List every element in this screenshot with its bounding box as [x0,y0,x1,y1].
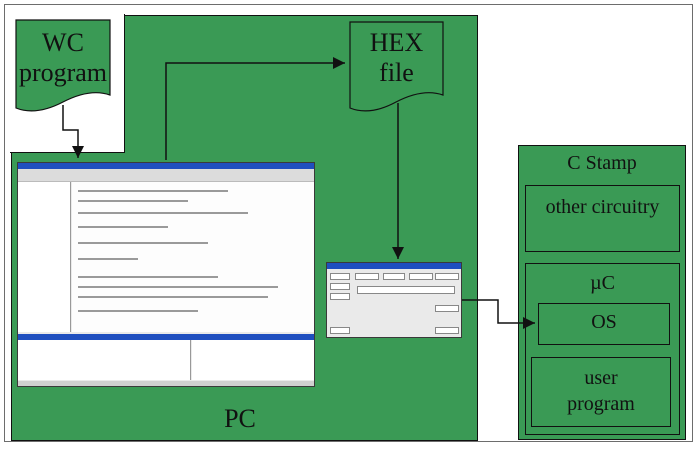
user-program-label-line1: user [584,367,618,389]
hex-file-label-line2: file [379,58,414,87]
os-box [538,303,670,345]
microcontroller-label: µC [590,272,615,294]
programmer-screenshot-icon [326,262,462,338]
wc-program-document-icon [15,19,111,112]
user-program-box [531,357,671,427]
other-circuitry-label: other circuitry [545,196,660,218]
arrow-wc-to-ide [62,105,84,158]
c-stamp-label: C Stamp [567,152,637,174]
hex-file-label-line1: HEX [369,28,424,57]
os-label: OS [591,311,617,333]
arrow-ide-to-hex [165,57,345,160]
other-circuitry-box [525,185,680,252]
outer-frame [4,4,693,442]
user-program-label-line2: program [567,393,635,415]
hex-file-document-icon [349,21,444,112]
pc-label: PC [224,404,256,433]
ide-screenshot-icon [17,162,315,387]
wc-program-label-line1: WC [42,28,84,57]
arrow-programmer-to-os [462,299,535,329]
wc-program-label-line2: program [18,58,108,87]
